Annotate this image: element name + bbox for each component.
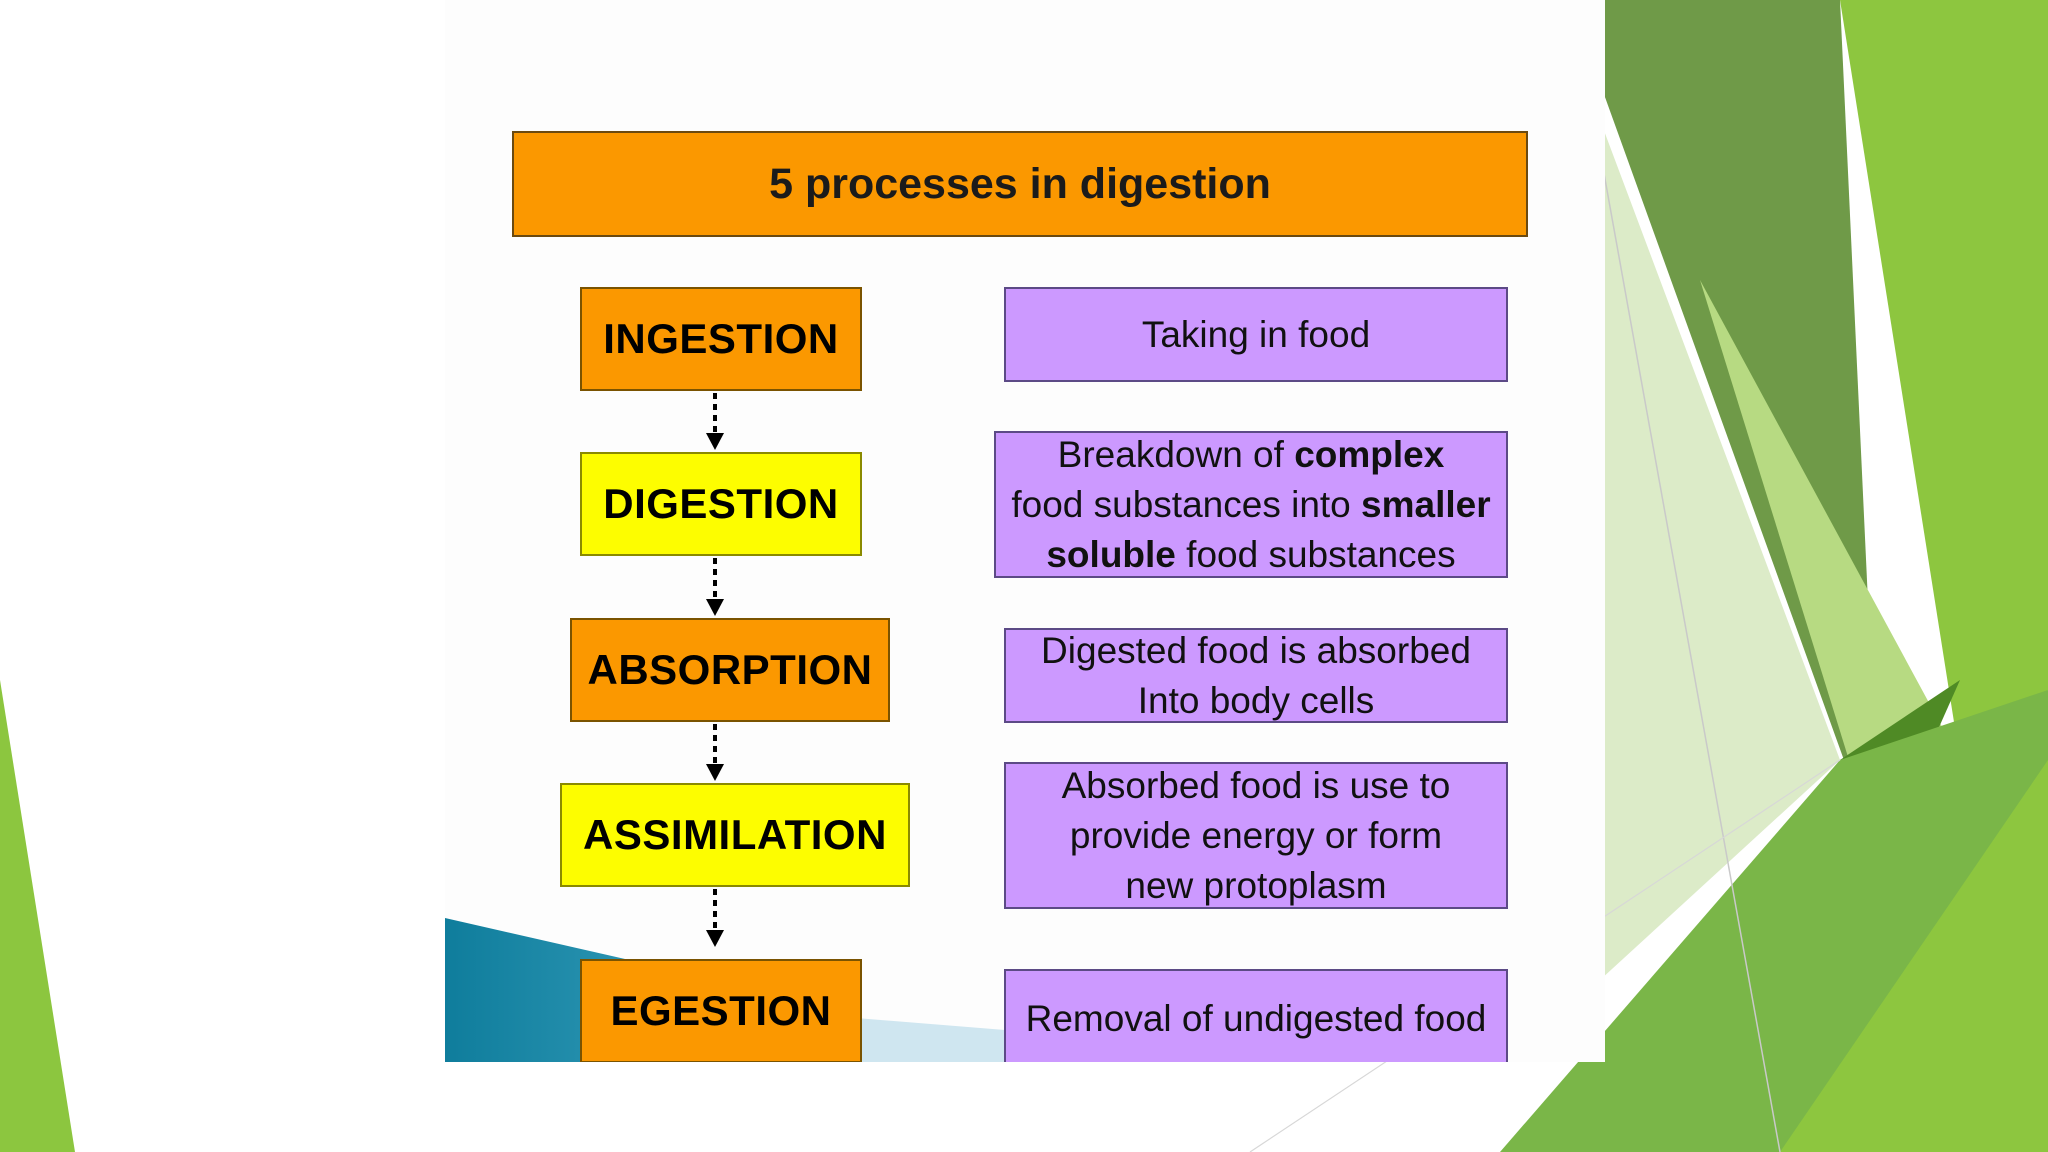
description-line: Removal of undigested food: [1026, 994, 1487, 1044]
right-green-light: [1700, 280, 1960, 860]
down-arrow-4: [706, 889, 724, 947]
process-box-assimilation: ASSIMILATION: [560, 783, 910, 887]
description-text: food substances into: [1011, 483, 1362, 525]
description-bold-text: complex: [1294, 433, 1445, 475]
description-line: food substances into smaller: [1011, 480, 1490, 530]
down-arrow-3: [706, 724, 724, 781]
description-line: Breakdown of complex: [1058, 430, 1445, 480]
bottom-right-green-bright: [1780, 760, 2048, 1152]
description-text: Taking in food: [1141, 313, 1371, 355]
diagram-title: 5 processes in digestion: [512, 131, 1528, 237]
description-text: Absorbed food is use to: [1061, 764, 1451, 806]
thin-line-1: [1579, 39, 1781, 1152]
process-box-absorption: ABSORPTION: [570, 618, 890, 722]
right-green-pale: [1600, 120, 1840, 980]
description-line: provide energy or form: [1070, 811, 1442, 861]
left-green-wedge: [0, 680, 75, 1152]
description-bold-text: smaller: [1361, 483, 1491, 525]
down-arrow-1: [706, 393, 724, 450]
description-line: Absorbed food is use to: [1062, 761, 1451, 811]
description-line: Digested food is absorbed: [1041, 626, 1471, 676]
description-egestion: Removal of undigested food: [1004, 969, 1508, 1062]
right-green-mid: [1840, 0, 2048, 760]
description-line: soluble food substances: [1046, 530, 1455, 580]
process-box-digestion: DIGESTION: [580, 452, 862, 556]
description-line: Into body cells: [1138, 676, 1375, 726]
process-box-ingestion: INGESTION: [580, 287, 862, 391]
process-box-egestion: EGESTION: [580, 959, 862, 1062]
description-ingestion: Taking in food: [1004, 287, 1508, 382]
description-text: food substances: [1175, 533, 1456, 575]
description-text: Digested food is absorbed: [1041, 629, 1471, 671]
down-arrow-2: [706, 558, 724, 616]
description-text: Removal of undigested food: [1025, 998, 1487, 1039]
description-assimilation: Absorbed food is use to provide energy or…: [1004, 762, 1508, 909]
description-line: new protoplasm: [1125, 861, 1386, 911]
diagram-picture: 5 processes in digestion INGESTION DIGES…: [445, 0, 1605, 1062]
description-text: new protoplasm: [1125, 864, 1387, 906]
description-line: Taking in food: [1142, 310, 1370, 360]
description-text: Into body cells: [1137, 679, 1375, 721]
description-text: Breakdown of: [1057, 433, 1295, 475]
right-green-dark: [1570, 0, 1880, 860]
description-bold-text: soluble: [1046, 533, 1176, 575]
description-text: provide energy or form: [1069, 814, 1443, 856]
